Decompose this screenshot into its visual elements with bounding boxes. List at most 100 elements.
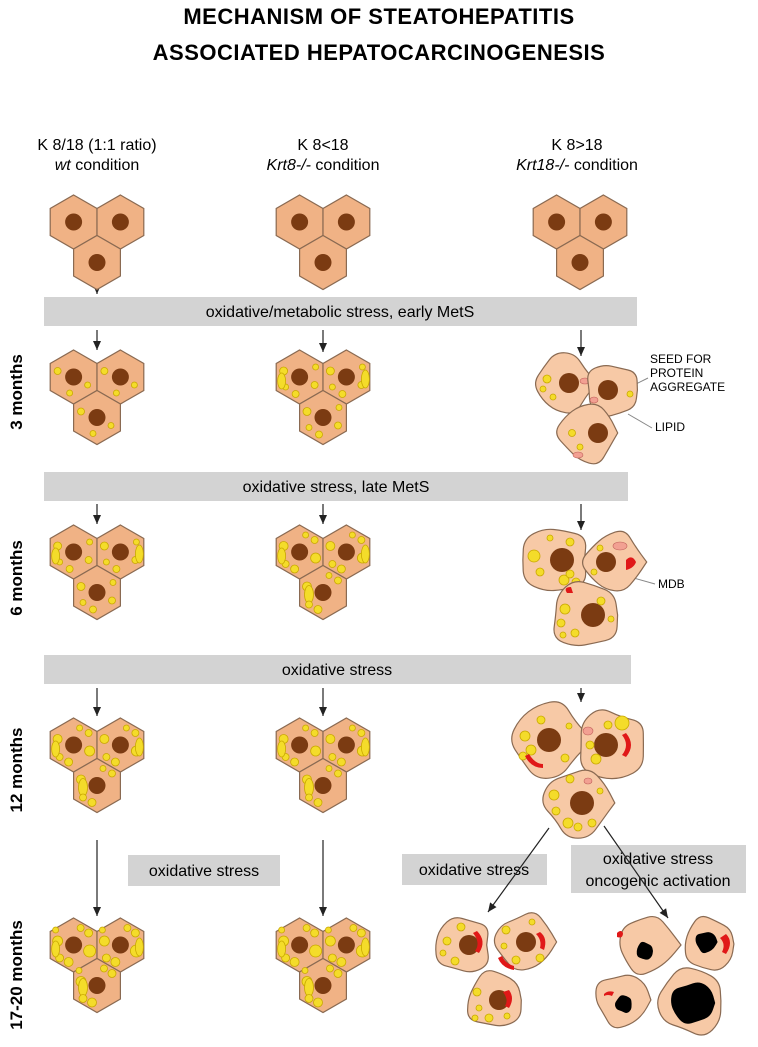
- stress-band-3: [44, 655, 631, 684]
- stress-band-1: [44, 297, 637, 326]
- col1-6m-lipid-droplet: [99, 541, 109, 551]
- col1-6m-lipid-droplet: [84, 556, 93, 564]
- col3-3m-b-nucleus: [598, 380, 618, 400]
- col3-baseline-nucleus-3: [571, 254, 589, 271]
- row-label-12-months: 12 months: [7, 727, 26, 812]
- col1-12m-nucleus-3: [88, 777, 106, 794]
- col2-17m-lipid-droplet: [301, 967, 309, 974]
- col3-arrow-diag-left-shaft: [487, 827, 550, 913]
- stress-band-3-label: oxidative stress: [282, 662, 392, 679]
- col1-ratio: K 8/18 (1:1 ratio): [37, 137, 156, 154]
- col1-17m-lipid-droplet: [75, 967, 83, 974]
- col3-6m-a-lipid-droplet: [565, 537, 575, 547]
- col3-6m-a-lipid-droplet: [565, 569, 575, 579]
- col2-3m-lipid-droplet: [360, 369, 370, 389]
- col3-6m-c-lipid-droplet: [559, 603, 571, 615]
- col3-17m-c-lipid-droplet: [472, 987, 482, 997]
- col2-6m-lipid-droplet: [302, 531, 310, 539]
- stress-band-4-right-line2: oncogenic activation: [586, 873, 731, 890]
- col2-3m-lipid-droplet: [315, 430, 323, 439]
- row-label-17-20-months: 17-20 months: [7, 920, 26, 1030]
- col3-6m-b-protein-seed: [612, 541, 628, 551]
- col2-17m-lipid-droplet: [304, 978, 314, 997]
- col1-6m-lipid-droplet: [108, 596, 116, 605]
- col2-17m-lipid-droplet: [309, 944, 323, 958]
- col2-12m-lipid-droplet: [290, 757, 300, 767]
- col3-6m-b-mallory-denk-body: [626, 557, 636, 570]
- col1-12m-lipid-droplet: [122, 724, 130, 732]
- col2-12m-lipid-droplet: [310, 745, 322, 757]
- annotation-seed-line1: SEED FOR: [650, 352, 712, 366]
- col1-12m-lipid-droplet: [79, 793, 87, 802]
- col1-12m-lipid-droplet: [108, 769, 116, 778]
- col2-6m-lipid-droplet: [360, 544, 370, 564]
- col2-17m-lipid-droplet: [278, 926, 286, 934]
- col2-6m-lipid-droplet: [325, 541, 336, 551]
- col3-17m-a-lipid-droplet: [450, 956, 460, 966]
- col2-3m-lipid-droplet: [334, 421, 342, 430]
- col1-3m-lipid-droplet: [53, 367, 62, 375]
- col3-12m-c-lipid-droplet: [587, 818, 597, 828]
- col3-17m-f-mallory-denk-body: [604, 991, 614, 996]
- col3-12m-c-lipid-droplet: [565, 774, 575, 784]
- col1-17m-lipid-droplet: [76, 924, 85, 932]
- col2-6m-lipid-droplet: [325, 572, 333, 579]
- title-line-1: MECHANISM OF STEATOHEPATITIS: [183, 4, 574, 29]
- col3-ratio: K 8>18: [551, 137, 602, 154]
- col3-12m-a-lipid-droplet: [525, 744, 537, 756]
- col1-arrow-2-head: [93, 515, 101, 524]
- col2-3m-lipid-droplet: [338, 390, 347, 398]
- col1-6m-lipid-droplet: [134, 544, 144, 564]
- col1-12m-lipid-droplet: [99, 734, 110, 744]
- col3-12m-b-lipid-droplet: [590, 753, 602, 765]
- col1-6m-lipid-droplet: [86, 538, 94, 546]
- col3-6m-b-lipid-droplet: [590, 568, 598, 576]
- col2-17m-lipid-droplet: [327, 953, 337, 963]
- col1-6m-lipid-droplet: [51, 547, 61, 565]
- row-label-3-months: 3 months: [7, 354, 26, 430]
- col1-17m-lipid-droplet: [107, 969, 117, 978]
- col2-17m-lipid-droplet: [310, 928, 320, 938]
- annotation-lipid: LIPID: [655, 420, 685, 434]
- col3-17m-c-nucleus: [489, 990, 509, 1010]
- col3-3m-a-nucleus: [559, 373, 579, 393]
- col3-3m-a-lipid-droplet: [539, 385, 547, 393]
- col1-genotype: wt condition: [55, 157, 140, 174]
- col1-arrow-4-head: [93, 907, 101, 916]
- col1-3m-lipid-droplet: [130, 381, 138, 389]
- col2-3m-lipid-droplet: [312, 363, 320, 371]
- col3-12m-a-lipid-droplet: [560, 753, 570, 763]
- col2-6m-lipid-droplet: [310, 552, 322, 564]
- col1-6m-nucleus-2: [111, 543, 129, 561]
- col3-12m-c-lipid-droplet: [562, 817, 574, 829]
- col2-3m-lipid-droplet: [291, 390, 300, 398]
- col2-17m-lipid-droplet: [289, 957, 300, 967]
- col2-12m-lipid-droplet: [348, 724, 356, 732]
- col1-17m-lipid-droplet: [78, 994, 88, 1003]
- col3-17m-d-tumor-nucleus: [636, 941, 653, 960]
- col1-17m-lipid-droplet: [78, 978, 88, 997]
- col2-12m-nucleus-3: [314, 777, 332, 794]
- col3-6m-c-lipid-droplet: [559, 631, 567, 639]
- stress-band-4-mid: [402, 854, 547, 885]
- col3-17m-a-mallory-denk-body: [473, 931, 483, 953]
- col2-arrow-3-head: [319, 707, 327, 716]
- col1-arrow-1-head: [93, 341, 101, 350]
- col1-6m-lipid-droplet: [79, 599, 87, 606]
- col3-arrow-2-head: [577, 521, 585, 530]
- col2-17m-lipid-droplet: [277, 940, 287, 958]
- col3-genotype-suffix: condition: [569, 157, 638, 174]
- col1-3m-lipid-droplet: [107, 422, 115, 429]
- col1-12m-lipid-droplet: [51, 740, 61, 758]
- col1-6m-lipid-droplet: [112, 565, 121, 573]
- col2-12m-lipid-droplet: [336, 757, 346, 767]
- col3-17m-b-mallory-denk-body: [536, 932, 546, 950]
- col3-12m-c-nucleus: [570, 791, 594, 815]
- col2-6m-lipid-droplet: [357, 536, 366, 544]
- col1-12m-lipid-droplet: [76, 724, 84, 732]
- col3-17m-a-lipid-droplet: [442, 936, 452, 946]
- col2-17m-lipid-droplet: [324, 926, 332, 934]
- col2-17m-lipid-droplet: [304, 994, 314, 1003]
- stress-band-4-left: [128, 855, 280, 886]
- col1-3m-lipid-droplet: [66, 389, 74, 397]
